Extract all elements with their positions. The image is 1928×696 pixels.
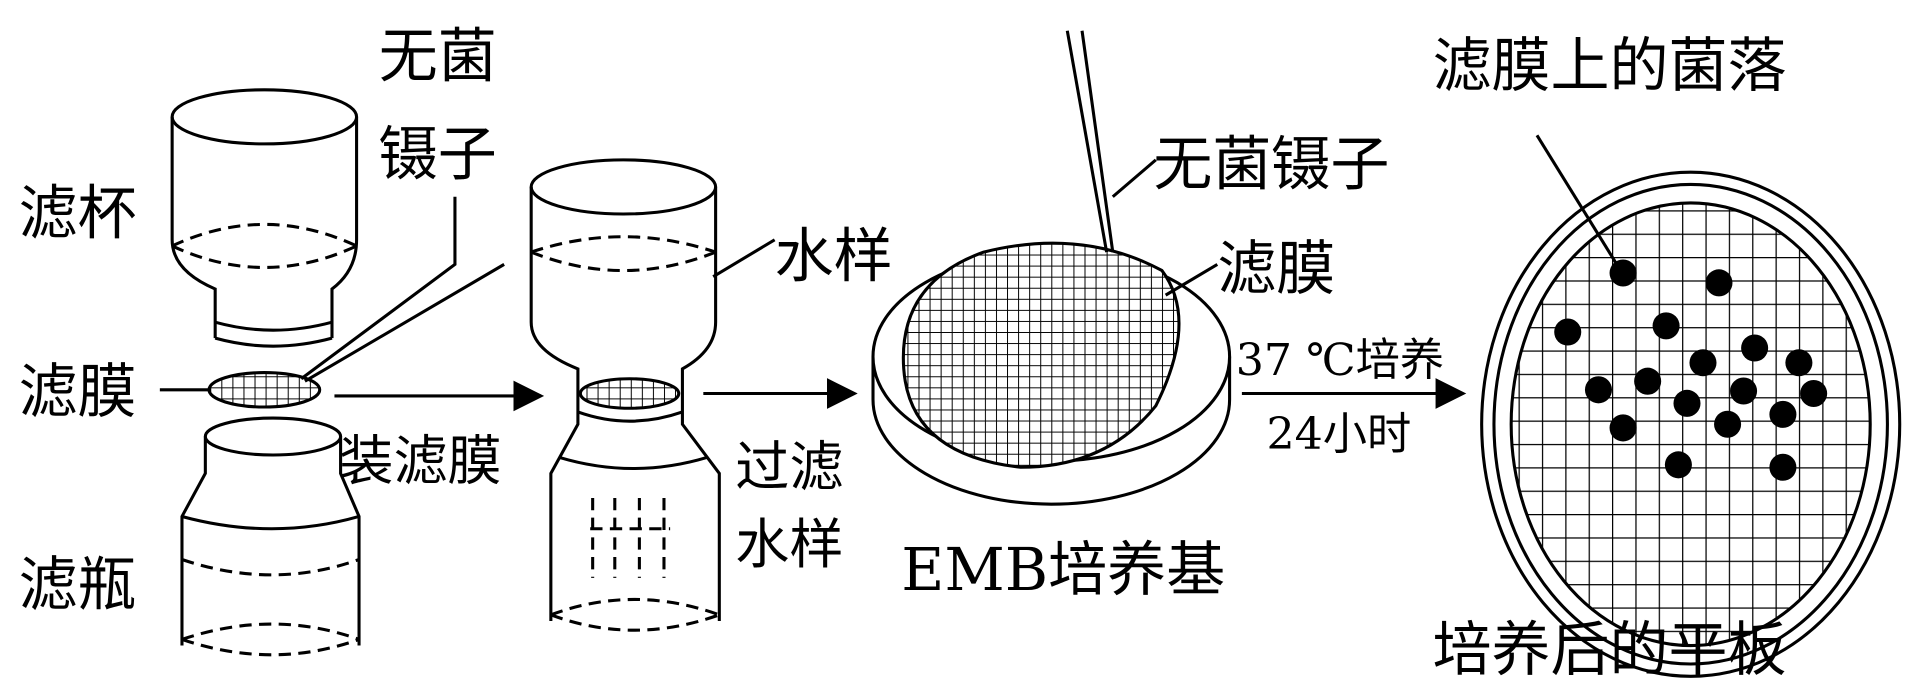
filter-bottle <box>180 416 361 657</box>
label-install-membrane: 装滤膜 <box>339 430 501 493</box>
label-incubate-time: 24小时 <box>1266 409 1411 460</box>
colony <box>1664 451 1692 479</box>
colony <box>1609 414 1637 442</box>
colony <box>1689 349 1717 377</box>
colony <box>1785 349 1813 377</box>
colonies <box>1554 259 1828 481</box>
colony <box>1714 410 1742 438</box>
label-filter-step-a: 过滤 <box>735 436 843 499</box>
label-sterile-tweezers-2: 无菌镊子 <box>1153 129 1389 198</box>
colony <box>1584 376 1612 404</box>
label-filter-membrane-1: 滤膜 <box>18 357 136 426</box>
label-emb-medium: EMB培养基 <box>901 535 1225 604</box>
label-water-sample: 水样 <box>775 222 893 291</box>
tweezers-2 <box>1065 30 1157 253</box>
label-filter-step-b: 水样 <box>735 513 843 576</box>
filter-membrane-on-dish <box>901 241 1181 469</box>
colony <box>1769 400 1797 428</box>
tweezers-1 <box>300 196 505 383</box>
label-sterile-tweezers-1a: 无菌 <box>379 21 497 90</box>
colony <box>1609 259 1637 287</box>
colony <box>1673 389 1701 417</box>
filter-cup <box>170 88 359 348</box>
label-filter-bottle: 滤瓶 <box>18 550 136 619</box>
label-sterile-tweezers-1b: 镊子 <box>379 120 497 189</box>
assembled-filter <box>529 158 721 632</box>
colony <box>1730 377 1758 405</box>
colony <box>1705 269 1733 297</box>
colony <box>1634 367 1662 395</box>
label-plate-after-culture: 培养后的平板 <box>1432 615 1786 684</box>
colony <box>1652 312 1680 340</box>
colony <box>1769 453 1797 481</box>
label-colonies-on-membrane: 滤膜上的菌落 <box>1432 31 1786 100</box>
colony <box>1741 334 1769 362</box>
culture-plate <box>1480 170 1902 678</box>
label-incubate-temp: 37 ℃培养 <box>1236 335 1444 386</box>
colony <box>1800 379 1828 408</box>
label-filter-membrane-2: 滤膜 <box>1217 234 1335 303</box>
label-filter-cup: 滤杯 <box>18 179 136 248</box>
colony <box>1554 318 1582 346</box>
filter-membrane-assembled <box>578 377 681 410</box>
